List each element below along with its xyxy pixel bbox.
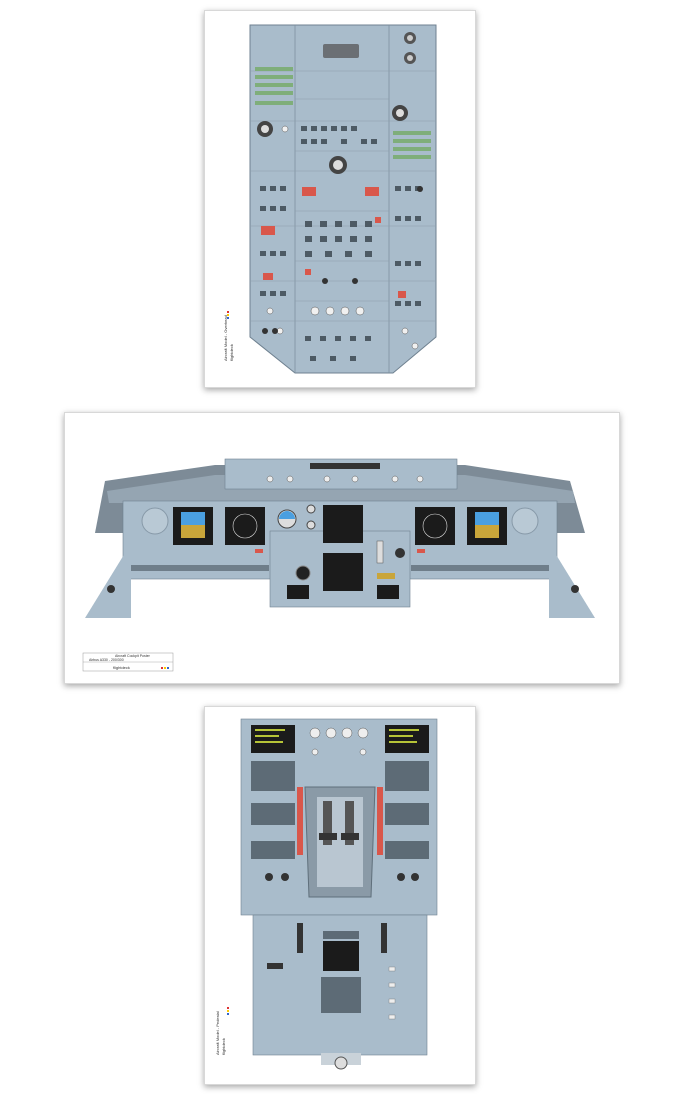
pedestal-panel-poster: Aircraft Model - Pedestal flightdeck	[204, 706, 476, 1085]
overhead-panel-illustration: Aircraft Model - Overhead flightdeck	[223, 24, 437, 374]
pedestal-credit-line-2: flightdeck	[221, 1038, 226, 1055]
overhead-credit-line-1: Aircraft Model - Overhead	[223, 315, 228, 361]
overhead-panel-poster: Aircraft Model - Overhead flightdeck	[204, 10, 476, 388]
main-credit-line-1: Aircraft Cockpit Poster	[115, 654, 151, 658]
main-panel-illustration: Aircraft Cockpit Poster Airbus A330 - 20…	[82, 458, 595, 672]
pedestal-illustration: Aircraft Model - Pedestal flightdeck	[215, 718, 438, 1070]
main-credit-line-3: flightdeck	[113, 665, 130, 670]
main-instrument-panel-poster: Aircraft Cockpit Poster Airbus A330 - 20…	[64, 412, 620, 684]
main-credit-line-2: Airbus A330 - 200/300	[89, 658, 124, 662]
overhead-credit-line-2: flightdeck	[229, 344, 234, 361]
pedestal-credit-line-1: Aircraft Model - Pedestal	[215, 1011, 220, 1055]
